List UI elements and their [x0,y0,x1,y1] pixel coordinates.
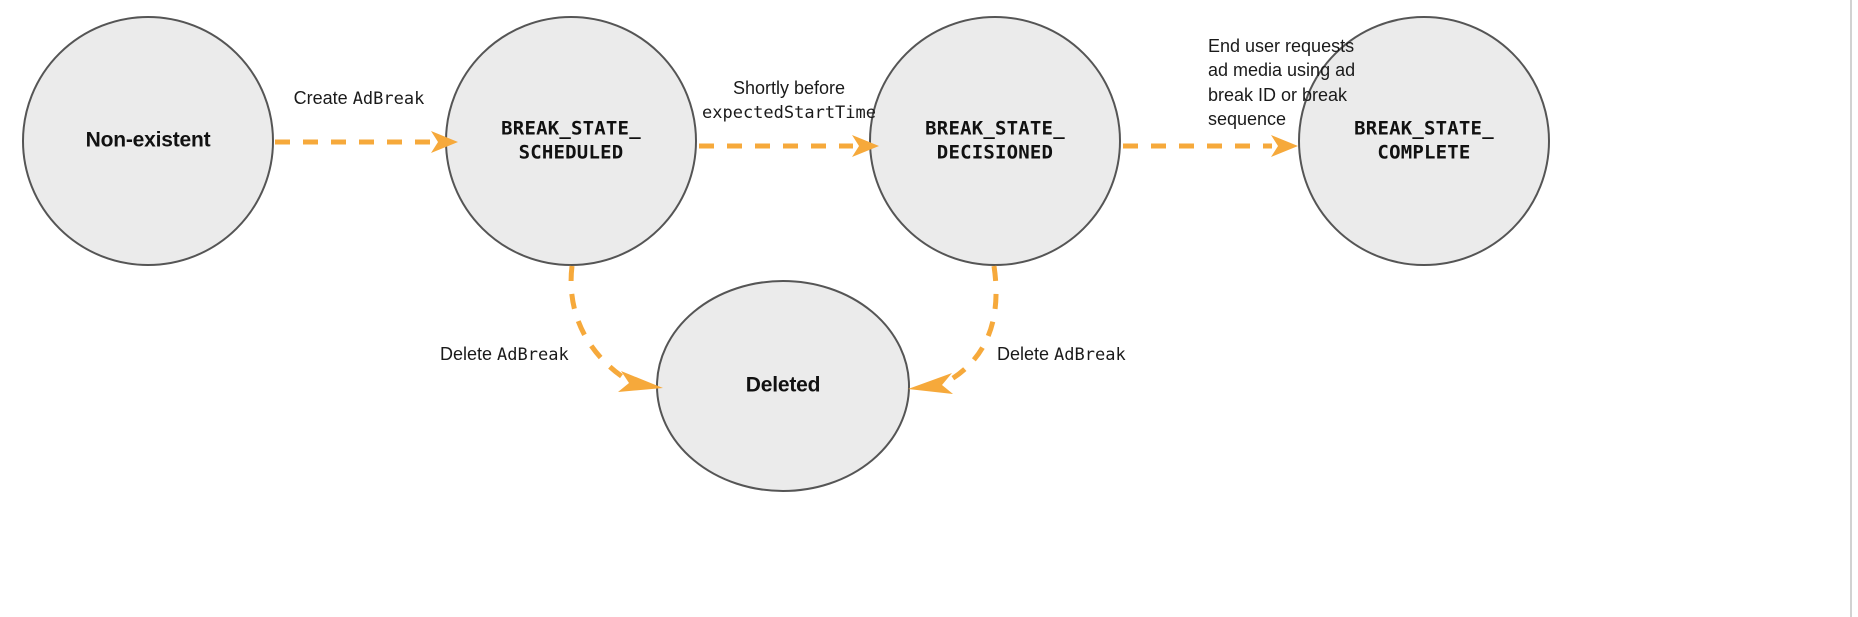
edge-create-adbreak[interactable] [275,131,458,153]
edge-delete-adbreak-from-decisioned[interactable] [908,265,999,394]
edge-end-user-requests-ad-media[interactable] [1123,135,1298,157]
node-deleted[interactable] [656,280,910,492]
node-break-state-decisioned[interactable] [869,16,1121,266]
edge-delete-adbreak-from-scheduled[interactable] [568,265,663,392]
node-break-state-scheduled[interactable] [445,16,697,266]
node-non-existent[interactable] [22,16,274,266]
edge-shortly-before-expectedstarttime[interactable] [699,135,879,157]
node-break-state-complete[interactable] [1298,16,1550,266]
